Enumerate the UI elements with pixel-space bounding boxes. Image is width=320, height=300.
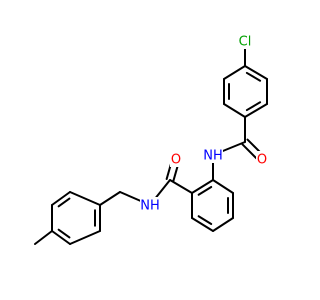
atom-label-o2: O	[170, 151, 182, 168]
bond	[223, 103, 246, 118]
atom-label-background	[203, 147, 223, 163]
bond	[57, 228, 71, 239]
atom-label-n1: NH	[203, 147, 223, 164]
bond	[197, 215, 213, 226]
bond	[57, 197, 71, 208]
bond	[245, 71, 262, 82]
atom-label-background	[256, 151, 268, 167]
bond	[99, 191, 121, 206]
atom-label-background	[170, 151, 182, 167]
atom-label-o1: O	[256, 151, 268, 168]
molecule-diagram: ClO NH O NH	[34, 33, 268, 245]
bond	[212, 179, 234, 194]
atom-label-n2: NH	[140, 197, 160, 214]
bond	[212, 217, 234, 232]
bond	[34, 230, 53, 245]
bond	[244, 65, 268, 80]
atom-label-cl: Cl	[235, 33, 255, 50]
atom-symbol: O	[257, 153, 267, 168]
bond	[223, 65, 246, 80]
bond	[244, 103, 268, 118]
atom-label-background	[235, 33, 255, 49]
bond	[69, 191, 101, 206]
bond	[169, 179, 193, 194]
bond	[191, 217, 214, 232]
bond	[51, 230, 71, 245]
bond	[51, 191, 71, 206]
bond	[69, 230, 101, 245]
atom-symbol: NH	[203, 149, 223, 164]
atom-symbol: O	[171, 153, 181, 168]
bond	[197, 185, 213, 196]
atom-label-background	[140, 197, 160, 213]
atom-symbol: NH	[140, 199, 160, 214]
bond	[245, 101, 262, 112]
atom-symbol: Cl	[239, 35, 252, 50]
bond	[191, 179, 214, 194]
